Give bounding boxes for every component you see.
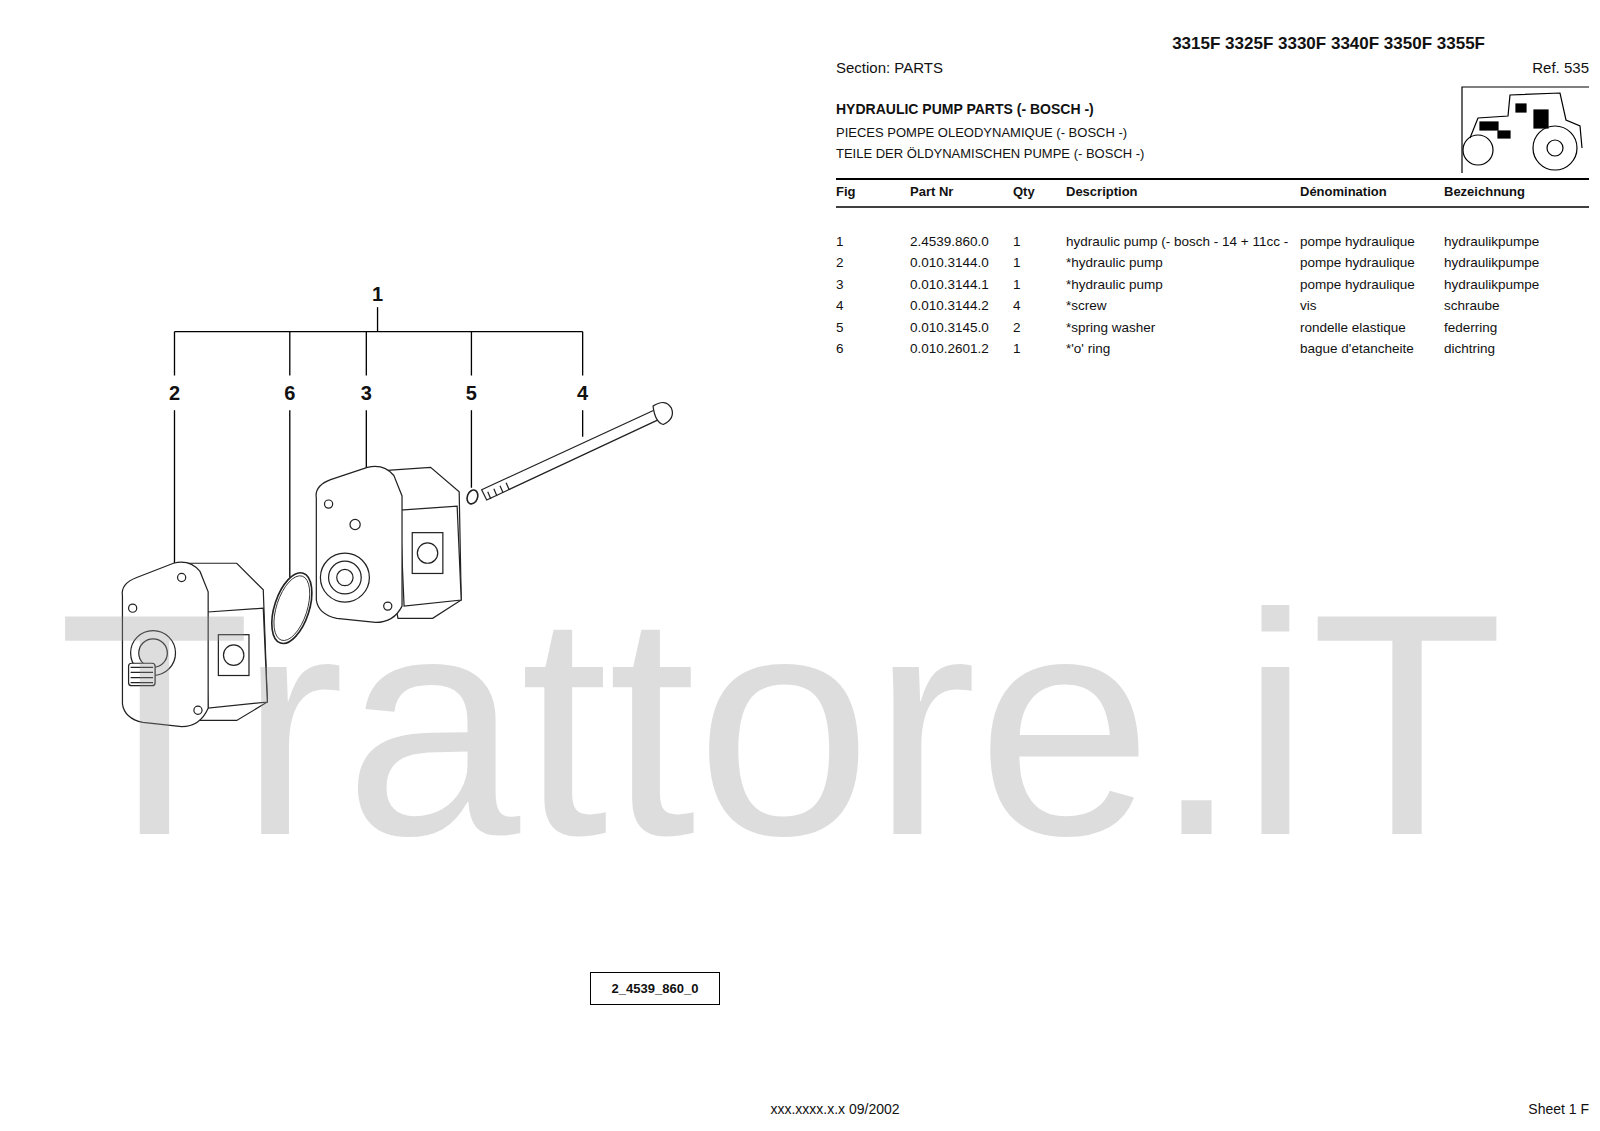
denomination: rondelle elastique [1300,321,1406,336]
callout-number: 6 [284,382,295,404]
bezeichnung: dichtring [1444,342,1495,357]
description-header: Description [1066,185,1138,199]
description: *screw [1066,299,1107,314]
sheet-number: Sheet 1 F [1528,1102,1589,1117]
subtitle-de: TEILE DER ÖLDYNAMISCHEN PUMPE (- BOSCH -… [836,147,1144,161]
description: *'o' ring [1066,342,1110,357]
table-rule [836,206,1589,208]
denomination: bague d'etancheite [1300,342,1414,357]
fig-header: Fig [836,185,856,199]
part-number: 0.010.2601.2 [910,342,989,357]
bezeichnung: hydraulikpumpe [1444,235,1539,250]
description: *hydraulic pump [1066,256,1163,271]
quantity: 1 [1013,342,1021,357]
callout-number: 2 [169,382,180,404]
denomination: pompe hydraulique [1300,278,1415,293]
fig-number: 6 [836,342,844,357]
fig-number: 5 [836,321,844,336]
denomination-header: Dénomination [1300,185,1387,199]
subtitle-fr: PIECES POMPE OLEODYNAMIQUE (- BOSCH -) [836,126,1127,140]
tractor-icon [1462,87,1589,173]
part-number: 0.010.3144.1 [910,278,989,293]
quantity: 4 [1013,299,1021,314]
description: *spring washer [1066,321,1155,336]
part-number: 2.4539.860.0 [910,235,989,250]
denomination: pompe hydraulique [1300,235,1415,250]
part-number: 0.010.3144.0 [910,256,989,271]
callout-number: 3 [361,382,372,404]
fig-number: 2 [836,256,844,271]
callout-number: 1 [372,283,383,305]
bezeichnung: hydraulikpumpe [1444,256,1539,271]
ref-number: Ref. 535 [1532,60,1589,77]
part-number: 0.010.3145.0 [910,321,989,336]
watermark: Trattore.iT [58,567,1504,883]
quantity: 1 [1013,256,1021,271]
quantity: 1 [1013,235,1021,250]
quantity: 2 [1013,321,1021,336]
callout-number: 5 [466,382,477,404]
qty-header: Qty [1013,185,1035,199]
bezeichnung: schraube [1444,299,1500,314]
part-number: 0.010.3144.2 [910,299,989,314]
footer-code: xxx.xxxx.x.x 09/2002 [770,1102,899,1117]
description: *hydraulic pump [1066,278,1163,293]
bezeichnung: hydraulikpumpe [1444,278,1539,293]
part-nr-header: Part Nr [910,185,953,199]
denomination: vis [1300,299,1317,314]
drawing-number: 2_4539_860_0 [612,981,699,996]
table-rule [836,178,1589,180]
callout-number: 4 [577,382,588,404]
bezeichnung-header: Bezeichnung [1444,185,1525,199]
fig-number: 1 [836,235,844,250]
section-label: Section: PARTS [836,60,943,77]
bezeichnung: federring [1444,321,1497,336]
drawing-number-box: 2_4539_860_0 [590,972,720,1005]
model-list: 3315F 3325F 3330F 3340F 3350F 3355F [1172,35,1485,54]
fig-number: 4 [836,299,844,314]
fig-number: 3 [836,278,844,293]
page-title: HYDRAULIC PUMP PARTS (- BOSCH -) [836,102,1094,117]
quantity: 1 [1013,278,1021,293]
denomination: pompe hydraulique [1300,256,1415,271]
description: hydraulic pump (- bosch - 14 + 11cc - [1066,235,1288,250]
